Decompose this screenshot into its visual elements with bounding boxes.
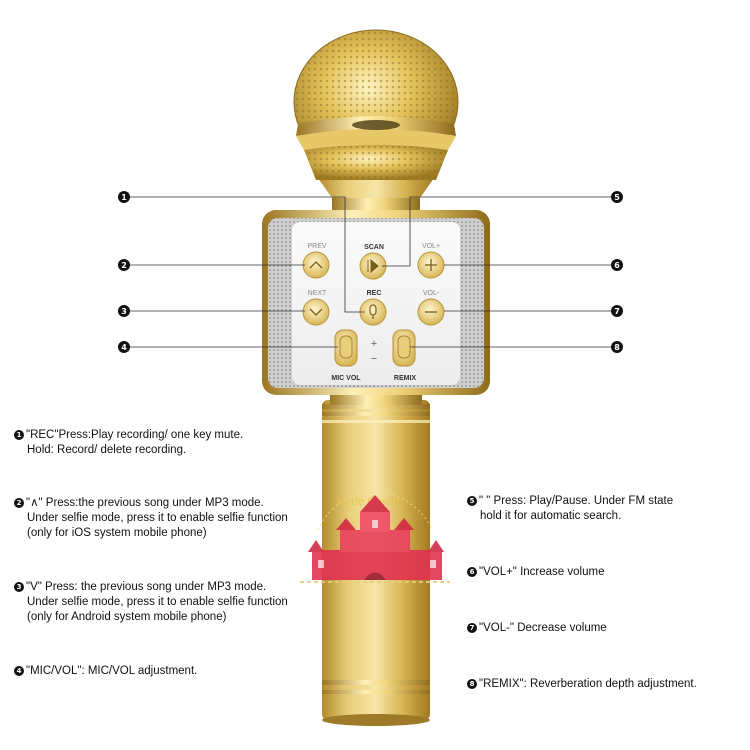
remix-slider[interactable]: REMIX bbox=[392, 329, 417, 382]
svg-text:5: 5 bbox=[614, 193, 620, 202]
plus-sign: + bbox=[371, 338, 377, 350]
callout-4: 4 bbox=[118, 341, 130, 353]
prev-button[interactable]: PREV bbox=[302, 243, 330, 279]
vol-plus-button[interactable]: VOL+ bbox=[417, 243, 445, 279]
svg-text:1: 1 bbox=[121, 193, 127, 202]
neck-cone bbox=[318, 178, 434, 198]
rec-button[interactable]: REC bbox=[359, 290, 387, 326]
description-5: 5" " Press: Play/Pause. Under FM state h… bbox=[467, 494, 673, 524]
scan-label: SCAN bbox=[364, 244, 384, 251]
next-button[interactable]: NEXT bbox=[302, 290, 330, 326]
microphone-head bbox=[293, 29, 459, 180]
svg-text:2: 2 bbox=[121, 261, 127, 270]
callout-8: 8 bbox=[611, 341, 623, 353]
svg-text:8: 8 bbox=[614, 343, 620, 352]
minus-sign: − bbox=[371, 353, 377, 365]
scan-play-pause-button[interactable]: SCAN bbox=[359, 244, 387, 280]
vol-minus-button[interactable]: VOL- bbox=[417, 290, 445, 326]
description-8: 8"REMIX": Reverberation depth adjustment… bbox=[467, 677, 697, 692]
callout-lines bbox=[130, 196, 612, 348]
neck-upper bbox=[332, 196, 420, 214]
description-4: 4"MIC/VOL": MIC/VOL adjustment. bbox=[14, 664, 197, 679]
callout-1: 1 bbox=[118, 191, 130, 203]
callout-markers: 1 2 3 4 5 6 7 8 bbox=[118, 191, 623, 353]
callout-2: 2 bbox=[118, 259, 130, 271]
rec-label: REC bbox=[367, 290, 382, 297]
svg-text:3: 3 bbox=[121, 307, 127, 316]
mic-vol-slider[interactable]: MIC VOL bbox=[331, 329, 361, 382]
vol-minus-label: VOL- bbox=[423, 290, 440, 297]
castle-watermark-logo: Little Castle bbox=[300, 491, 450, 583]
callout-6: 6 bbox=[611, 259, 623, 271]
next-label: NEXT bbox=[308, 290, 327, 297]
callout-7: 7 bbox=[611, 305, 623, 317]
svg-text:Little Castle: Little Castle bbox=[336, 493, 400, 508]
description-6: 6"VOL+" Increase volume bbox=[467, 565, 604, 580]
callout-5: 5 bbox=[611, 191, 623, 203]
svg-text:4: 4 bbox=[121, 343, 127, 352]
svg-text:6: 6 bbox=[614, 261, 620, 270]
callout-3: 3 bbox=[118, 305, 130, 317]
prev-label: PREV bbox=[307, 243, 326, 250]
description-2: 2"∧" Press:the previous song under MP3 m… bbox=[14, 496, 288, 541]
remix-label: REMIX bbox=[394, 375, 417, 382]
svg-text:7: 7 bbox=[614, 307, 620, 316]
description-3: 3"V" Press: the previous song under MP3 … bbox=[14, 580, 288, 625]
vol-plus-label: VOL+ bbox=[422, 243, 440, 250]
description-7: 7"VOL-" Decrease volume bbox=[467, 621, 607, 636]
description-1: 1"REC"Press:Play recording/ one key mute… bbox=[14, 428, 243, 458]
mic-vol-label: MIC VOL bbox=[331, 375, 361, 382]
